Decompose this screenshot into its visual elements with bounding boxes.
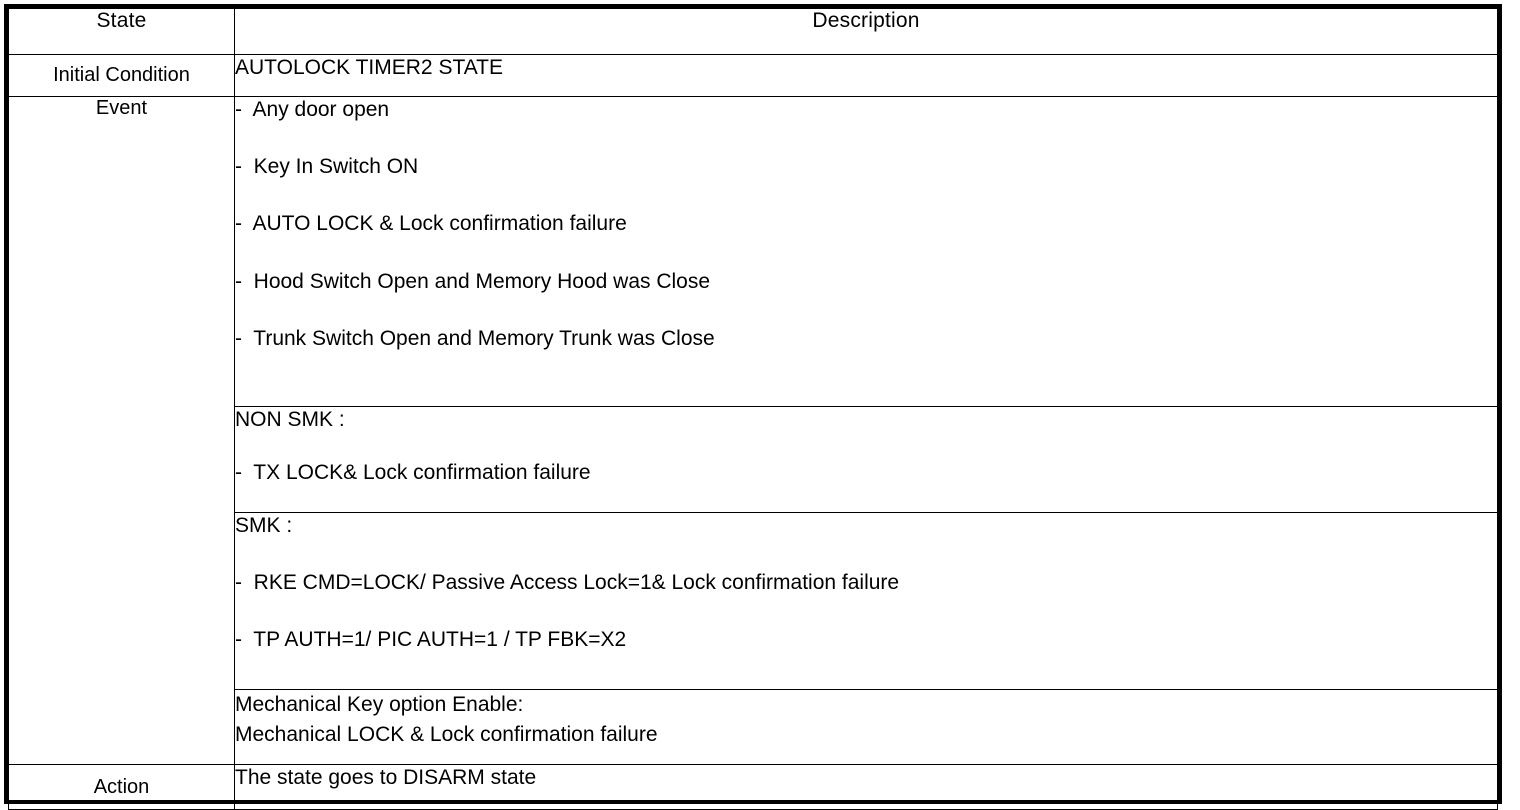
table-row: Action The state goes to DISARM state xyxy=(8,764,1498,810)
row-label-action: Action xyxy=(8,764,235,810)
row-description-event: - Any door open - Key In Switch ON - AUT… xyxy=(234,96,1498,407)
description-line: - Key In Switch ON xyxy=(235,155,419,179)
description-line: - Trunk Switch Open and Memory Trunk was… xyxy=(235,326,715,350)
row-description-non-smk: NON SMK : - TX LOCK& Lock confirmation f… xyxy=(234,406,1498,513)
state-description-table: State Description Initial Condition AUTO… xyxy=(8,8,1498,810)
row-label-initial-condition: Initial Condition xyxy=(8,54,235,97)
table-header-row: State Description xyxy=(8,8,1498,55)
description-line: SMK : xyxy=(235,514,293,537)
description-line: - Hood Switch Open and Memory Hood was C… xyxy=(235,269,711,293)
description-line: - TX LOCK& Lock confirmation failure xyxy=(235,461,591,485)
spacer xyxy=(235,538,1497,570)
column-header-description: Description xyxy=(234,8,1498,55)
description-line: - RKE CMD=LOCK/ Passive Access Lock=1& L… xyxy=(235,571,900,595)
description-line: - Any door open xyxy=(235,98,390,121)
state-description-table-container: State Description Initial Condition AUTO… xyxy=(4,4,1502,810)
table-row: Event - Any door open - Key In Switch ON… xyxy=(8,96,1498,765)
spacer xyxy=(235,237,1497,269)
row-description-initial-condition: AUTOLOCK TIMER2 STATE xyxy=(234,54,1498,97)
row-description-mechanical-key: Mechanical Key option Enable: Mechanical… xyxy=(234,689,1498,765)
description-line: Mechanical LOCK & Lock confirmation fail… xyxy=(235,722,658,746)
description-line: NON SMK : xyxy=(235,408,345,431)
row-description-action: The state goes to DISARM state xyxy=(234,764,1498,810)
spacer xyxy=(235,179,1497,211)
row-description-smk: SMK : - RKE CMD=LOCK/ Passive Access Loc… xyxy=(234,512,1498,690)
spacer xyxy=(235,595,1497,627)
description-line: - TP AUTH=1/ PIC AUTH=1 / TP FBK=X2 xyxy=(235,628,627,652)
spacer xyxy=(235,122,1497,154)
row-label-event: Event xyxy=(8,96,235,765)
table-row: Mechanical Key option Enable: Mechanical… xyxy=(9,689,1498,765)
description-line: - AUTO LOCK & Lock confirmation failure xyxy=(235,212,627,236)
description-line: AUTOLOCK TIMER2 STATE xyxy=(235,56,503,79)
column-header-state: State xyxy=(8,8,235,55)
table-row: NON SMK : - TX LOCK& Lock confirmation f… xyxy=(9,406,1498,513)
description-line: The state goes to DISARM state xyxy=(235,766,537,789)
spacer xyxy=(235,432,1497,460)
spacer xyxy=(235,294,1497,326)
description-line: Mechanical Key option Enable: xyxy=(235,693,524,716)
table-row: Initial Condition AUTOLOCK TIMER2 STATE xyxy=(8,54,1498,97)
